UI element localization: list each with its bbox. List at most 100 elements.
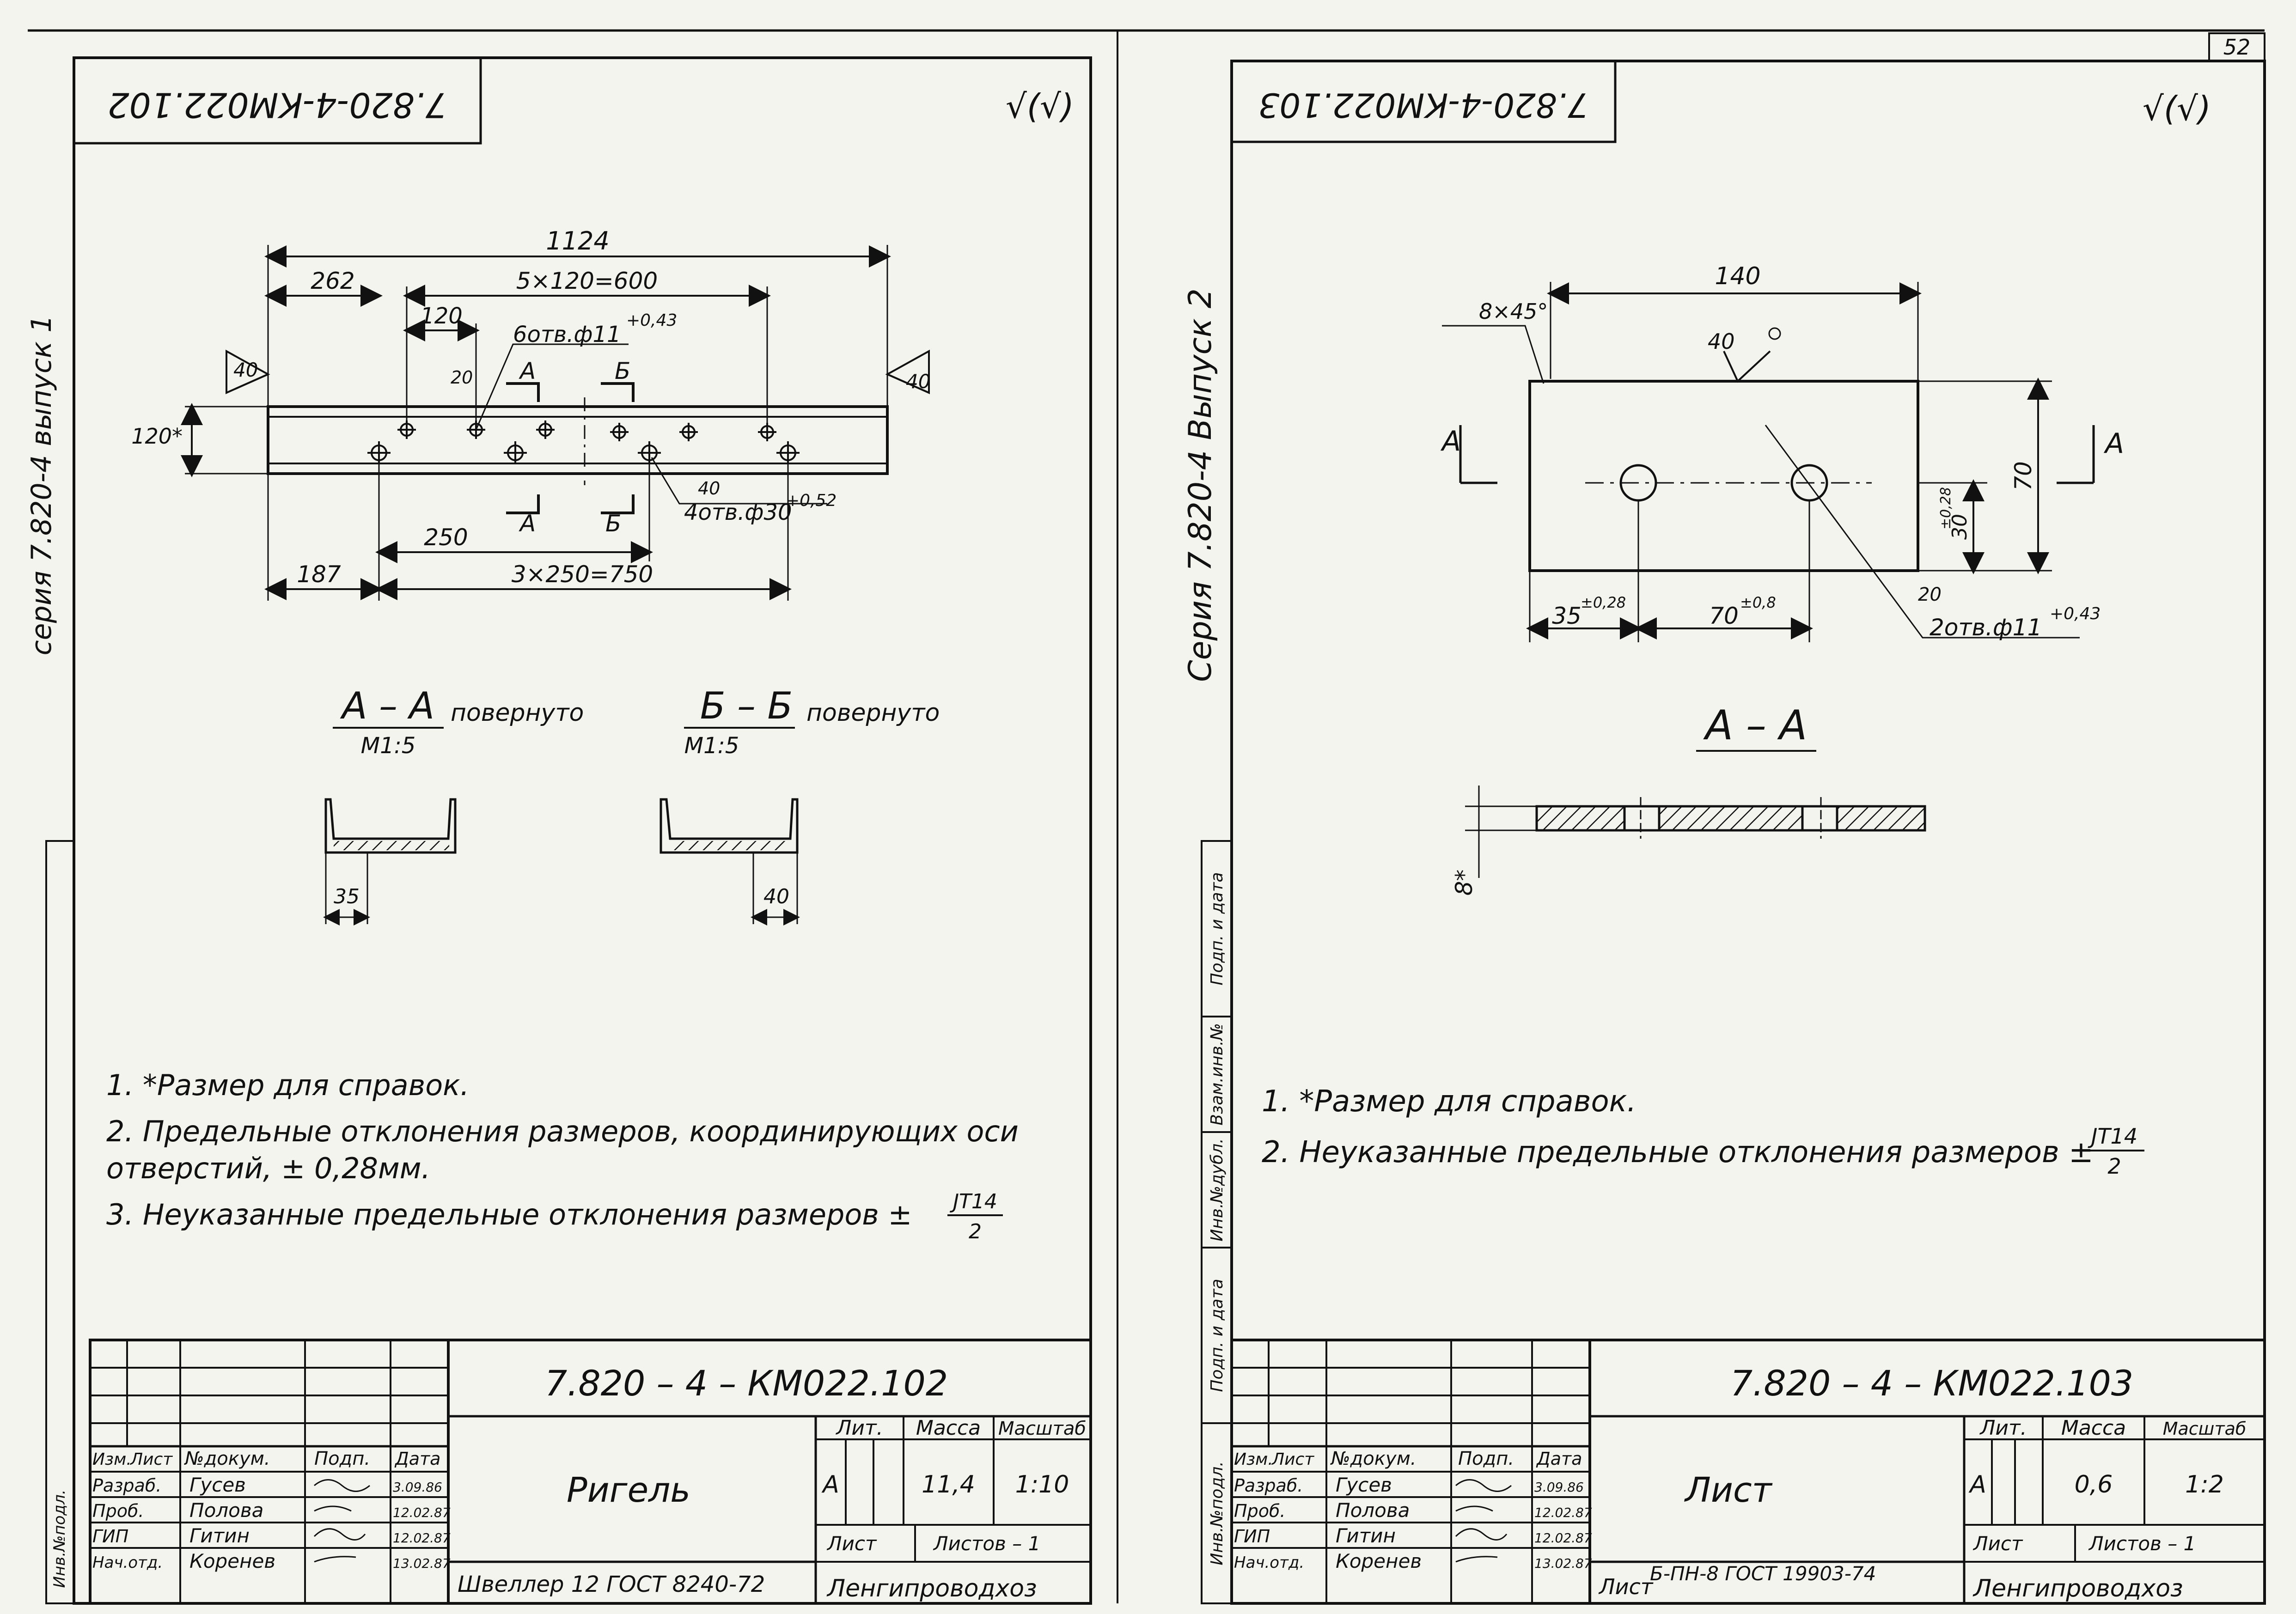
left-tb-scale-header: Масштаб	[998, 1418, 1086, 1439]
left-tb-date-4: 13.02.87	[393, 1556, 451, 1571]
dim-70-height: 70	[2010, 461, 2037, 491]
right-tb-name: Лист	[1684, 1470, 1772, 1510]
right-tb-scale-header: Масштаб	[2163, 1419, 2247, 1439]
left-tb-mass: 11,4	[922, 1471, 975, 1498]
right-section-aa: А – А	[1703, 701, 1807, 749]
right-tb-role-4: Нач.отд.	[1234, 1553, 1304, 1572]
big-holes-tol: +0,52	[786, 491, 837, 510]
right-tb-lit: А	[1968, 1471, 1986, 1498]
left-note-2: 2. Предельные отклонения размеров, коорд…	[106, 1115, 1019, 1148]
right-stamp-2: Взам.инв.№	[1208, 1023, 1227, 1126]
left-tb-sheet: Лист	[826, 1532, 877, 1555]
plate-view	[1442, 282, 2095, 642]
left-tb-hdr-list: Лист	[129, 1450, 173, 1469]
left-sheet: 7.820-4-КМ022.102 √(√) серия 7.820-4 вып…	[25, 56, 1092, 1605]
section-bb-note: повернуто	[806, 699, 940, 727]
right-tb-role-3: ГИП	[1234, 1526, 1270, 1547]
right-tb-material: Б-ПН-8 ГОСТ 19903-74	[1650, 1562, 1876, 1585]
section-a-bottom: А	[519, 510, 536, 537]
section-aa-scale: М1:5	[361, 733, 416, 759]
right-tb-mass: 0,6	[2075, 1471, 2113, 1498]
left-tb-name: Ригель	[567, 1470, 690, 1510]
section-bb-drawing	[659, 798, 800, 926]
dim-35: 35	[1552, 603, 1582, 629]
dim-70: 70	[1709, 603, 1739, 629]
right-tb-name-2: Полова	[1336, 1499, 1410, 1522]
beam-outline	[267, 405, 889, 475]
left-tb-org: Ленгипроводхоз	[826, 1575, 1037, 1602]
section-aa-title: А – А	[340, 684, 434, 727]
dim-262: 262	[311, 268, 354, 294]
right-tb-sheet: Лист	[1972, 1532, 2023, 1555]
left-tb-mass-header: Масса	[916, 1416, 981, 1440]
left-note-2b: отверстий, ± 0,28мм.	[106, 1151, 430, 1185]
right-tb-hdr-list: Лист	[1271, 1450, 1314, 1469]
left-series-side: серия 7.820-4 выпуск 1	[25, 315, 58, 656]
right-tb-name-4: Коренев	[1336, 1550, 1422, 1572]
section-b-top: Б	[615, 358, 630, 384]
section-b-bottom: Б	[605, 510, 621, 537]
left-tb-date-1: 3.09.86	[393, 1480, 442, 1495]
left-tb-scale: 1:10	[1015, 1471, 1069, 1498]
small-holes-tol: +0,43	[626, 311, 677, 330]
right-tb-name-1: Гусев	[1336, 1474, 1392, 1496]
big-holes-label: 4отв.ф30	[684, 499, 792, 525]
section-aa-dim: 35	[334, 885, 360, 908]
beam-view	[181, 245, 930, 601]
section-bb-dim: 40	[763, 885, 789, 908]
dim-8: 8*	[1451, 870, 1478, 896]
left-tb-hdr-doc: №докум.	[184, 1448, 270, 1469]
dim-30: 30	[1948, 514, 1972, 540]
left-tb-role-2: Проб.	[92, 1501, 144, 1521]
rough-40: 40	[1708, 329, 1735, 354]
right-series-side: Серия 7.820-4 Выпуск 2	[1182, 288, 1219, 682]
right-tb-material-label: Лист	[1598, 1574, 1654, 1599]
right-tb-name-3: Гитин	[1336, 1524, 1396, 1547]
left-tb-role-1: Разраб.	[92, 1475, 161, 1496]
right-tb-scale: 1:2	[2185, 1471, 2224, 1498]
left-tb-hdr-izm: Изм.	[92, 1450, 132, 1469]
right-tb-date-1: 3.09.86	[1534, 1480, 1584, 1495]
section-bb-title: Б – Б	[700, 684, 793, 727]
right-tb-date-4: 13.02.87	[1534, 1556, 1592, 1571]
right-stamp-3: Инв.№дубл.	[1208, 1138, 1227, 1241]
right-tb-hdr-doc: №докум.	[1330, 1448, 1416, 1469]
right-tb-date-3: 12.02.87	[1534, 1530, 1592, 1546]
left-tb-sheets: Листов – 1	[933, 1532, 1040, 1555]
left-tb-name-2: Полова	[189, 1499, 263, 1522]
section-a-right: А	[2103, 427, 2124, 460]
beam-holes	[367, 420, 800, 464]
left-code-box	[73, 56, 482, 145]
page-number: 52	[2223, 35, 2251, 60]
dim-40-leader: 40	[698, 478, 720, 499]
right-tol-den: 2	[2107, 1154, 2121, 1179]
section-aa-note: повернуто	[451, 699, 584, 727]
weld-40-right: 40	[906, 370, 930, 393]
left-tb-code: 7.820 – 4 – КМ022.102	[545, 1363, 948, 1404]
right-stamp-1: Подп. и дата	[1208, 872, 1227, 985]
dim-140: 140	[1715, 262, 1760, 290]
dim-600: 5×120=600	[516, 268, 658, 294]
right-tb-role-1: Разраб.	[1234, 1475, 1303, 1496]
right-title-block	[1230, 1339, 2266, 1605]
left-signatures	[313, 1479, 370, 1563]
plate-outline	[1528, 380, 1919, 572]
right-holes-tol: +0,43	[2050, 604, 2101, 623]
dim-187: 187	[297, 561, 341, 588]
left-title-block	[89, 1339, 1092, 1605]
right-tb-code: 7.820 – 4 – КМ022.103	[1730, 1363, 2133, 1404]
right-tb-org: Ленгипроводхоз	[1972, 1575, 2183, 1602]
right-stamp-5: Инв.№подл.	[1208, 1461, 1227, 1565]
right-code-box	[1230, 60, 1617, 143]
left-tb-lit: А	[821, 1471, 839, 1498]
left-tb-date-3: 12.02.87	[393, 1530, 451, 1546]
dim-120-pitch: 120	[420, 303, 463, 329]
right-tb-hdr-sign: Подп.	[1458, 1448, 1514, 1469]
right-section-drawing	[1465, 786, 1926, 878]
left-tb-date-2: 12.02.87	[393, 1505, 451, 1520]
right-tb-hdr-date: Дата	[1536, 1449, 1582, 1469]
right-stamp-4: Подп. и дата	[1208, 1279, 1227, 1392]
left-tb-lit-header: Лит.	[835, 1416, 883, 1440]
right-holes-label: 2отв.ф11	[1930, 614, 2042, 641]
